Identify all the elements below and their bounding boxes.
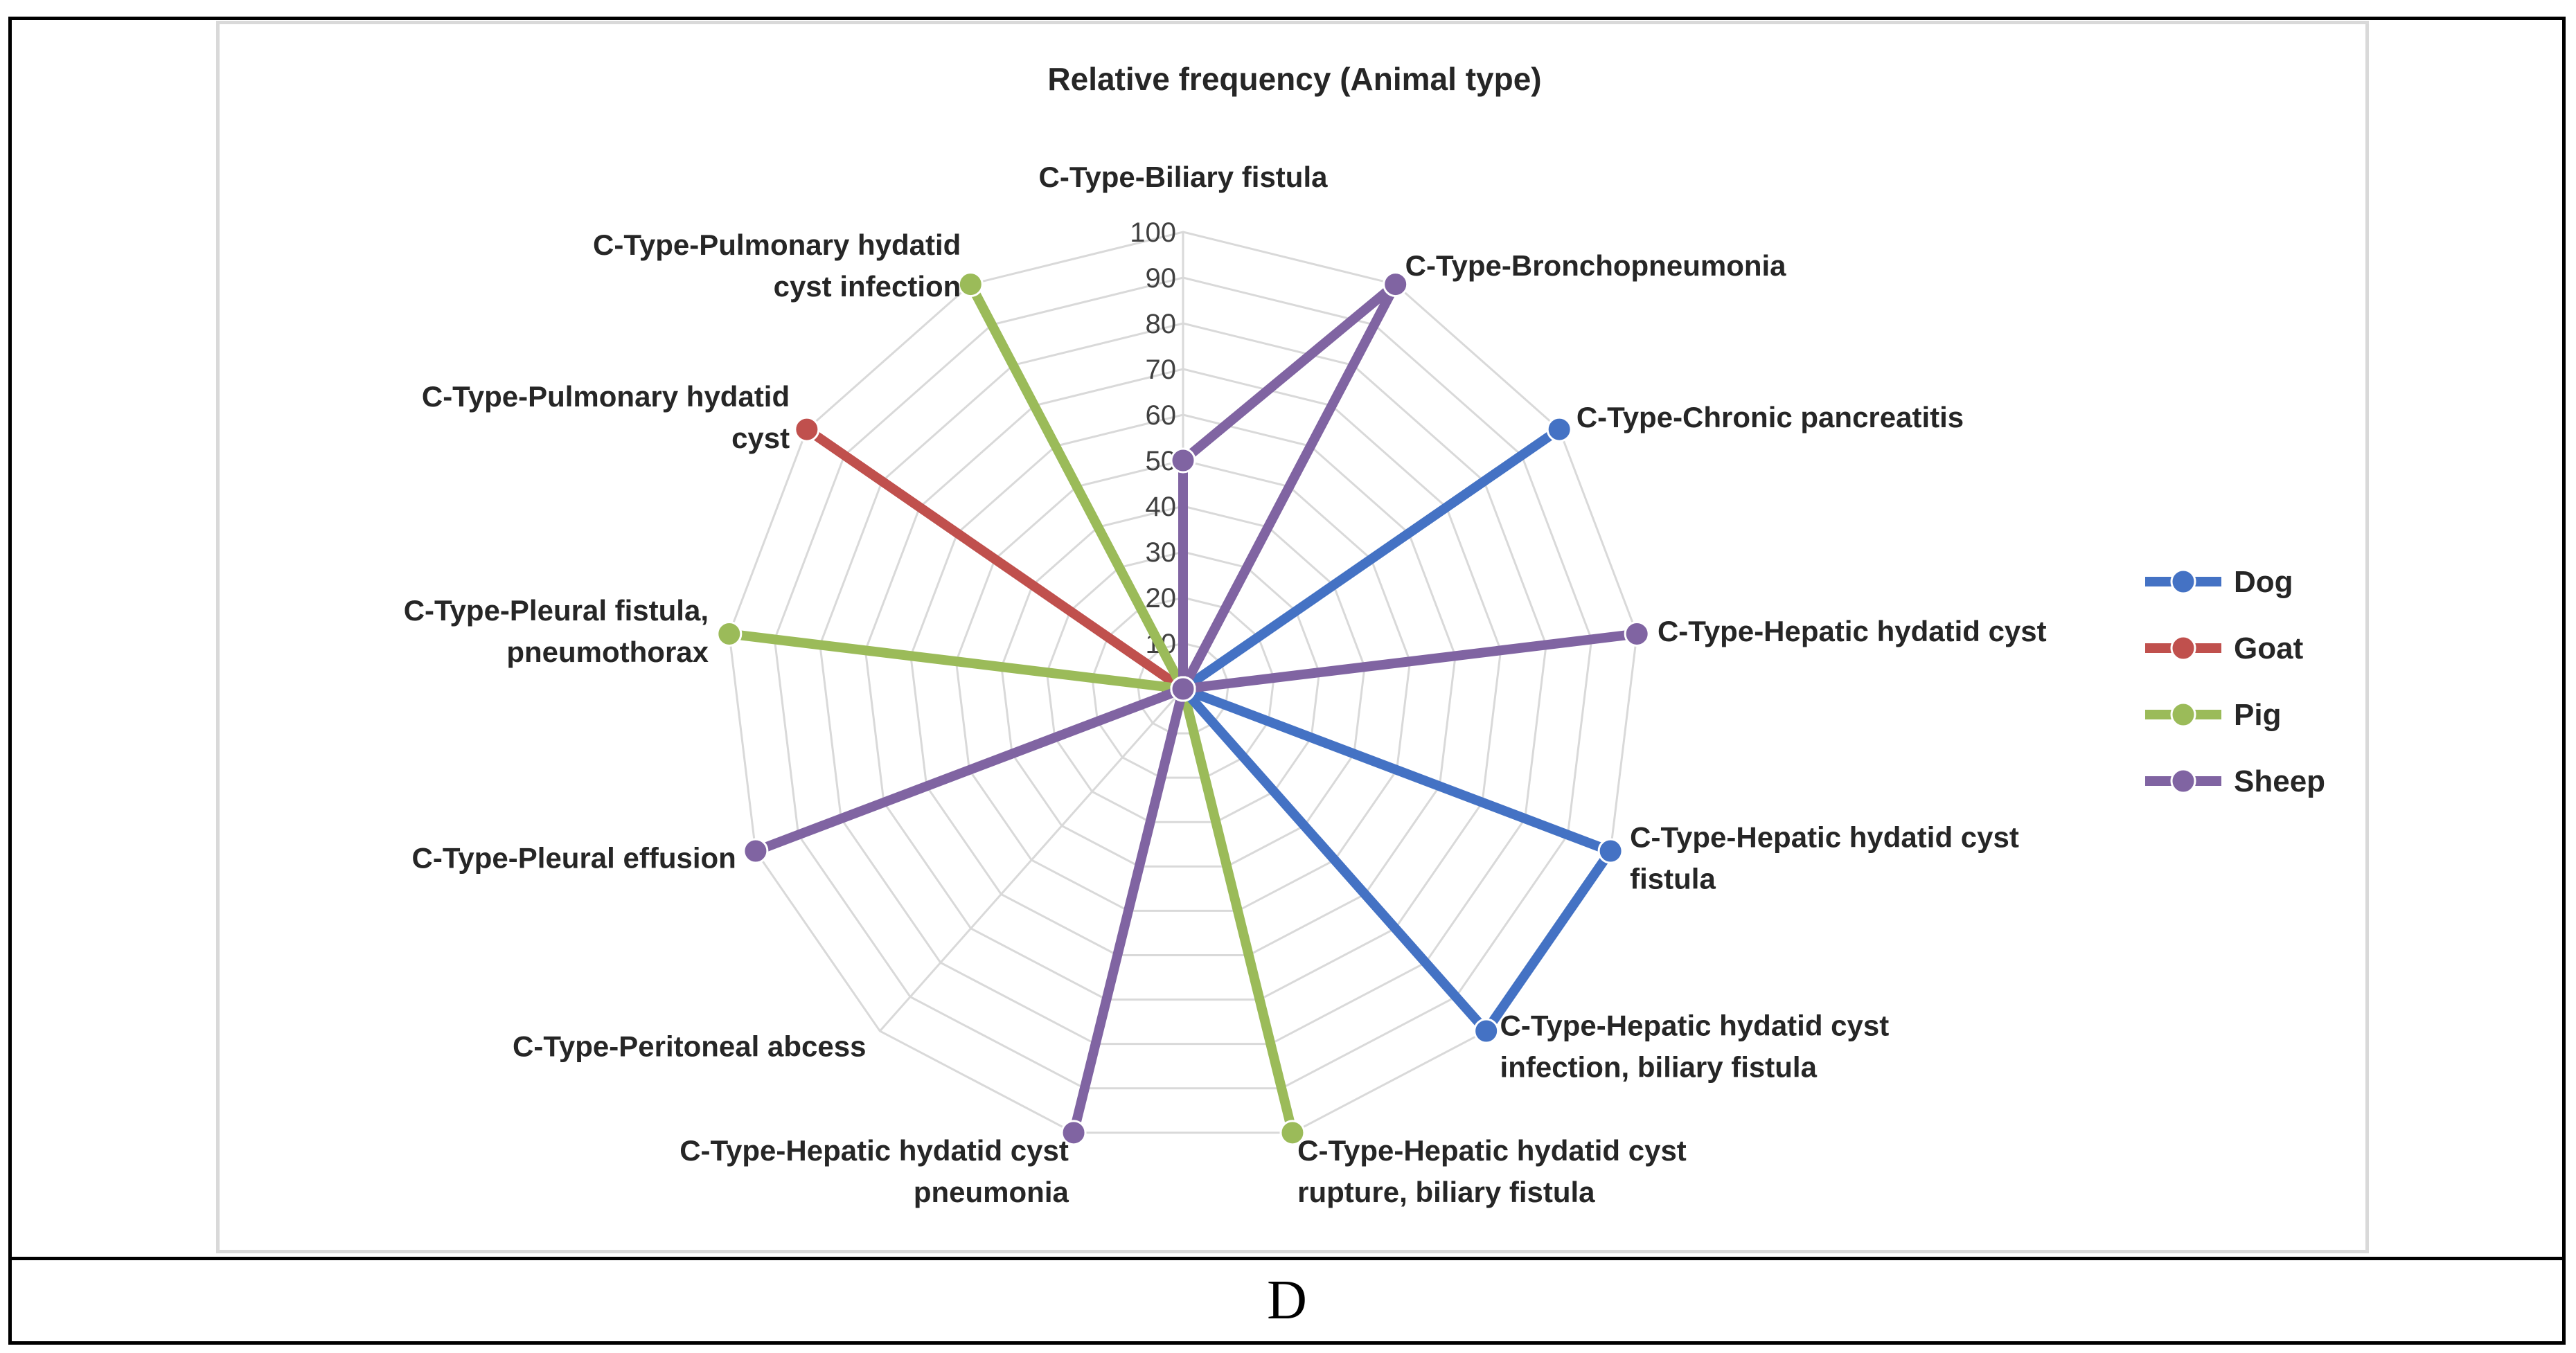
data-point — [1597, 838, 1624, 864]
category-label: C-Type-Bronchopneumonia — [1405, 249, 1787, 282]
data-point — [1170, 447, 1196, 474]
figure-frame — [8, 17, 2566, 1345]
grid-ring — [1091, 596, 1275, 779]
category-label: C-Type-Hepatic hydatid cyst — [1658, 615, 2047, 647]
tick-label: 100 — [1130, 217, 1176, 248]
category-labels: C-Type-Biliary fistulaC-Type-Bronchopneu… — [404, 161, 2047, 1208]
legend-item-sheep: Sheep — [2145, 764, 2325, 798]
grid-ring — [1045, 550, 1321, 823]
grid-ring — [1000, 505, 1366, 868]
legend-item-goat: Goat — [2145, 631, 2304, 665]
data-point — [794, 416, 820, 442]
tick-label: 90 — [1146, 263, 1177, 294]
data-point — [1473, 1018, 1500, 1044]
grid-ring — [819, 322, 1547, 1046]
category-label: C-Type-Hepatic hydatid cyst — [679, 1134, 1069, 1167]
category-label: C-Type-Hepatic hydatid cyst — [1297, 1134, 1687, 1167]
legend-marker — [2170, 568, 2196, 595]
grid-ring — [909, 413, 1457, 956]
tick-label: 60 — [1146, 400, 1177, 431]
legend-marker — [2170, 635, 2196, 661]
radar-chart: Relative frequency (Animal type) 0102030… — [404, 61, 2325, 1208]
grid-ring — [728, 231, 1638, 1134]
chart-title: Relative frequency (Animal type) — [1047, 61, 1541, 97]
data-point — [743, 838, 769, 864]
tick-label: 80 — [1146, 309, 1177, 339]
tick-label: 40 — [1146, 492, 1177, 522]
tick-label: 30 — [1146, 537, 1177, 568]
category-label: C-Type-Pulmonary hydatid — [593, 229, 961, 261]
legend-marker — [2170, 701, 2196, 728]
legend-label: Pig — [2234, 698, 2281, 732]
grid-spoke — [879, 688, 1184, 1032]
data-point — [1170, 676, 1196, 702]
grid-ring — [773, 276, 1593, 1090]
legend-label: Goat — [2234, 631, 2304, 665]
legend-marker — [2170, 768, 2196, 794]
legend-item-dog: Dog — [2145, 565, 2293, 599]
legend-item-pig: Pig — [2145, 698, 2281, 732]
series-dog — [1170, 416, 1624, 1044]
data-point — [1546, 416, 1572, 442]
category-label: cyst infection — [774, 270, 961, 303]
category-label: pneumonia — [914, 1176, 1069, 1208]
grid-ring — [954, 459, 1412, 912]
series-goat — [794, 416, 1196, 702]
category-label: C-Type-Hepatic hydatid cyst — [1500, 1009, 1890, 1041]
series-pig — [716, 271, 1306, 1146]
data-point — [1060, 1120, 1087, 1146]
series-line — [724, 279, 1297, 1138]
tick-label: 70 — [1146, 355, 1177, 385]
category-label: rupture, biliary fistula — [1297, 1176, 1595, 1208]
data-point — [1383, 271, 1409, 298]
category-label: pneumothorax — [506, 636, 709, 668]
category-label: C-Type-Pleural fistula, — [404, 594, 709, 627]
data-point — [1624, 620, 1650, 647]
data-point — [957, 271, 984, 298]
grid-ring — [864, 368, 1502, 1001]
legend-label: Dog — [2234, 565, 2293, 599]
data-point — [1279, 1120, 1306, 1146]
category-label: C-Type-Chronic pancreatitis — [1576, 401, 1964, 433]
series-line — [1178, 424, 1616, 1037]
table-divider — [8, 1257, 2566, 1260]
category-label: cyst — [731, 422, 790, 454]
category-label: C-Type-Pleural effusion — [412, 842, 736, 875]
series-line — [750, 279, 1642, 1138]
category-label: C-Type-Pulmonary hydatid — [422, 380, 790, 413]
tick-label: 20 — [1146, 583, 1177, 613]
series-layer — [716, 271, 1650, 1146]
category-label: C-Type-Biliary fistula — [1039, 161, 1329, 193]
category-label: infection, biliary fistula — [1500, 1050, 1818, 1083]
panel-caption: D — [1267, 1270, 1307, 1331]
legend-label: Sheep — [2234, 764, 2325, 798]
category-label: C-Type-Peritoneal abcess — [513, 1030, 866, 1062]
data-point — [716, 620, 743, 647]
series-sheep — [743, 271, 1650, 1146]
category-label: fistula — [1630, 863, 1716, 895]
category-label: C-Type-Hepatic hydatid cyst — [1630, 821, 2019, 854]
